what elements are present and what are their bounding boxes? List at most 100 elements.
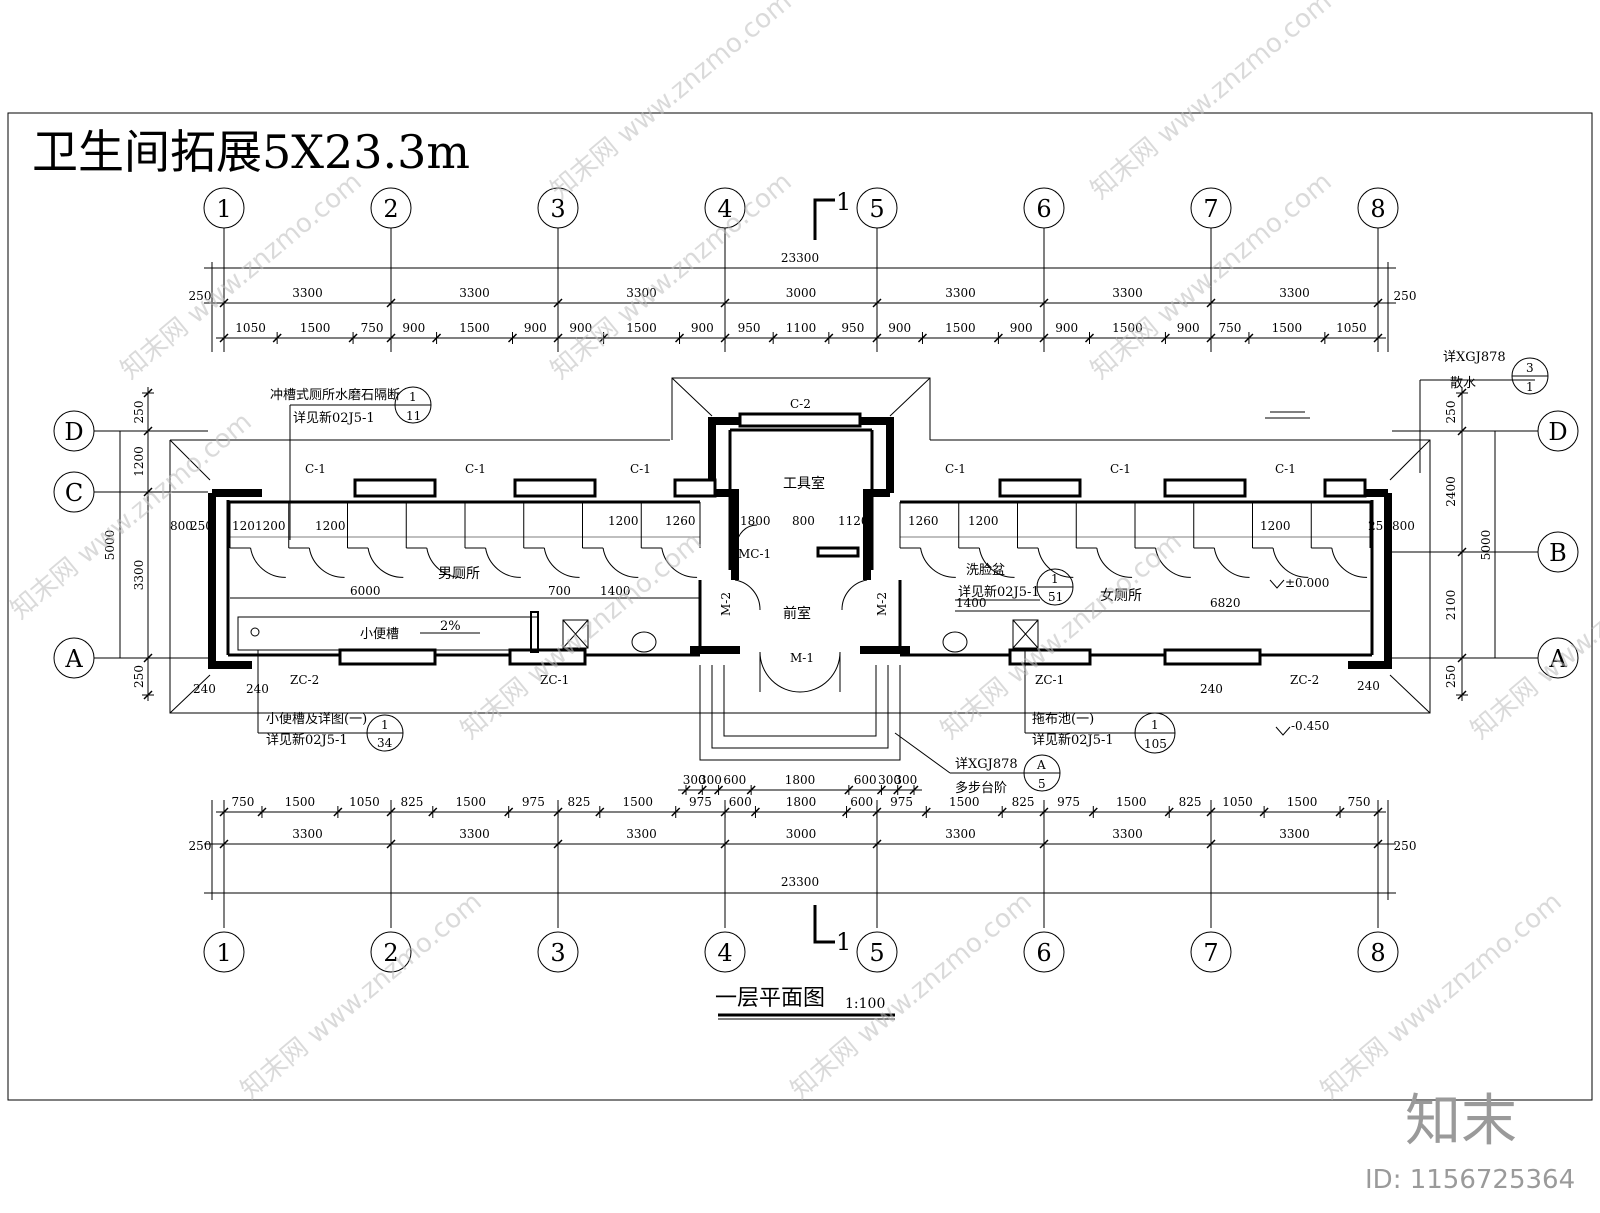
apron-outline (169, 377, 1431, 714)
dimension-slash (1457, 426, 1467, 436)
axis-label: D (64, 418, 83, 446)
note-apron: 详XGJ878 散水 3 1 (1419, 350, 1549, 473)
dimension-slash (1206, 839, 1216, 849)
axis-bubble (203, 187, 245, 229)
dimension-label: 600 (850, 795, 873, 809)
dimension-slash (1373, 807, 1383, 817)
dimension-slash (599, 333, 609, 343)
dimension-slash (872, 839, 882, 849)
level-floor-text: ±0.000 (1285, 576, 1329, 590)
dimension-label: 3300 (1112, 827, 1143, 841)
dimension-label: 900 (569, 321, 592, 335)
dimension-label: 825 (1179, 795, 1202, 809)
dimension-label: 5000 (1479, 530, 1493, 561)
dimension-total: 23300 (781, 875, 819, 889)
axis-bubble (856, 931, 898, 973)
dimension-label: 2400 (1444, 476, 1458, 507)
plan-scale: 1:100 (845, 996, 885, 1012)
slope-label: 2% (440, 619, 461, 634)
inner-dim: 240 (1200, 682, 1223, 696)
note-steps-ref: 详XGJ878 (955, 757, 1018, 772)
dimension-slash (1039, 333, 1049, 343)
axis-bubble (704, 931, 746, 973)
label-c1-c: C-1 (630, 462, 651, 476)
note-basin-idx-bottom: 51 (1048, 590, 1063, 604)
note-basin-ref: 详见新02J5-1 (958, 584, 1040, 600)
note-mop-ref: 详见新02J5-1 (1032, 732, 1114, 748)
dimension-slash (553, 807, 563, 817)
dimension-slash (219, 333, 229, 343)
dimension-label: 3300 (626, 286, 657, 300)
axis-bubble (203, 931, 245, 973)
dimension-slash (720, 839, 730, 849)
section-mark-bottom: 1 (813, 905, 851, 956)
axis-label: C (65, 479, 83, 507)
axis-bubble (53, 637, 95, 679)
dimension-label: 3300 (1279, 827, 1310, 841)
dimension-label: 750 (361, 321, 384, 335)
note-partition-idx-top: 1 (409, 390, 417, 404)
dimension-label: 600 (854, 773, 877, 787)
dimension-label: 600 (723, 773, 746, 787)
dimension-slash (1164, 807, 1174, 817)
watermark-text: 知末网 www.znzmo.com (545, 167, 797, 386)
room-lobby: 前室 (783, 605, 811, 622)
axis-label: 5 (869, 195, 884, 223)
dimension-slash (720, 807, 730, 817)
dimension-slash (1206, 298, 1216, 308)
dimension-label: 250 (1444, 401, 1458, 424)
dimension-slash (1160, 333, 1170, 343)
axis-bubble (1190, 931, 1232, 973)
axis-label: 7 (1203, 195, 1218, 223)
label-c1-f: C-1 (1275, 462, 1296, 476)
inner-dim: 1400 (600, 584, 631, 598)
note-partition-idx-bottom: 11 (406, 409, 421, 423)
axis-bubble (53, 410, 95, 452)
section-mark-top-label: 1 (836, 188, 851, 216)
dimension-label: 975 (689, 795, 712, 809)
axis-label: 3 (550, 195, 565, 223)
dimension-slash (1457, 388, 1467, 398)
note-steps-label: 多步台阶 (955, 780, 1007, 796)
note-apron-ref: 详XGJ878 (1443, 350, 1506, 365)
axis-label: 8 (1370, 939, 1385, 967)
axis-label: 2 (383, 939, 398, 967)
dimension-label: 1500 (300, 321, 331, 335)
dimension-slash (143, 487, 153, 497)
dimension-label: 1100 (786, 321, 817, 335)
room-tool: 工具室 (783, 475, 825, 492)
dimension-label: 825 (400, 795, 423, 809)
inner-dim: 800 (792, 514, 815, 528)
dimension-label: 1500 (459, 321, 490, 335)
dimension-slash (272, 333, 282, 343)
axis-bubble (704, 187, 746, 229)
toilet-stalls (229, 502, 1371, 578)
note-partition-text: 冲槽式厕所水磨石隔断 (270, 388, 400, 403)
axis-bubble (1190, 187, 1232, 229)
dimension-label: 1500 (455, 795, 486, 809)
dimension-label: 1500 (1272, 321, 1303, 335)
mop-sink-left (562, 619, 589, 649)
axis-bubble (53, 471, 95, 513)
dimension-slash (746, 785, 756, 795)
dimension-slash (386, 839, 396, 849)
dimension-label: 300 (894, 773, 917, 787)
note-urinal-ref: 详见新02J5-1 (266, 732, 348, 748)
label-c2: C-2 (790, 397, 811, 411)
dimension-label: 1050 (235, 321, 266, 335)
axis-bubble (370, 931, 412, 973)
inner-dim: 6000 (350, 584, 381, 598)
dimension-slash (844, 785, 854, 795)
axis-label: 3 (550, 939, 565, 967)
axis-label: 8 (1370, 195, 1385, 223)
dimension-label: 300 (878, 773, 901, 787)
dimension-label: 950 (738, 321, 761, 335)
note-mop-text: 拖布池(一) (1032, 712, 1094, 727)
dimension-slash (553, 298, 563, 308)
stall-door (1272, 547, 1309, 578)
dimension-label: 300 (699, 773, 722, 787)
room-basin: 洗脸盆 (966, 563, 1005, 578)
dimension-label: 3300 (626, 827, 657, 841)
urinal-label: 小便槽 (360, 627, 399, 642)
label-zc1-right: ZC-1 (1035, 673, 1064, 687)
